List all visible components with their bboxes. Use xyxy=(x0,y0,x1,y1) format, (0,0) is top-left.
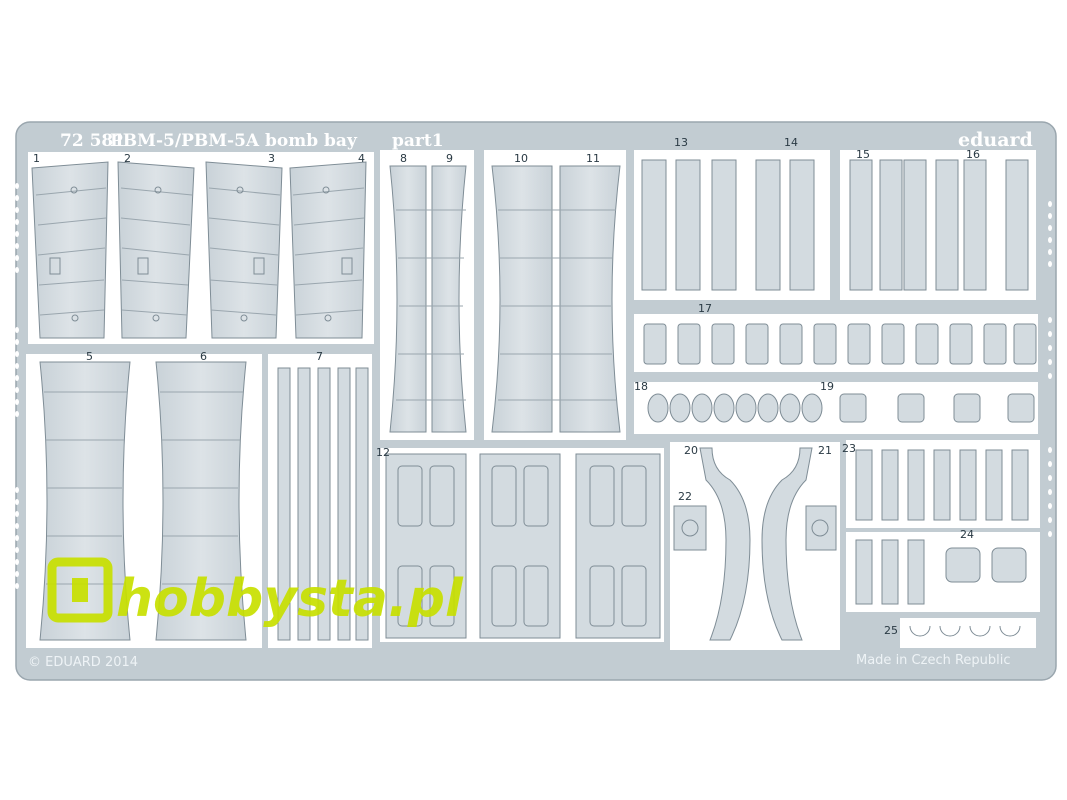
parts-13-16-brackets xyxy=(634,150,1036,300)
svg-text:6: 6 xyxy=(200,350,207,363)
svg-text:5: 5 xyxy=(86,350,93,363)
parts-20-22-frames xyxy=(670,442,840,650)
parts-18-19-row xyxy=(634,382,1038,434)
svg-text:4: 4 xyxy=(358,152,365,165)
hobbysta-watermark: hobbysta.pl xyxy=(47,557,464,629)
parts-12-racks xyxy=(380,448,664,642)
brand-logo: eduard xyxy=(958,129,1033,151)
parts-8-11-side-panels xyxy=(380,150,626,440)
svg-text:24: 24 xyxy=(960,528,974,541)
svg-text:12: 12 xyxy=(376,446,390,459)
origin-text: Made in Czech Republic xyxy=(856,653,1011,668)
svg-text:10: 10 xyxy=(514,152,528,165)
part-label: part1 xyxy=(392,131,444,151)
svg-text:20: 20 xyxy=(684,444,698,457)
svg-text:17: 17 xyxy=(698,302,712,315)
svg-text:25: 25 xyxy=(884,624,898,637)
svg-text:16: 16 xyxy=(966,148,980,161)
part-17-clips xyxy=(634,314,1038,372)
svg-text:19: 19 xyxy=(820,380,834,393)
svg-text:11: 11 xyxy=(586,152,600,165)
svg-text:15: 15 xyxy=(856,148,870,161)
svg-text:7: 7 xyxy=(316,350,323,363)
part-7-strips xyxy=(268,354,372,648)
svg-text:3: 3 xyxy=(268,152,275,165)
hobbysta-logo-text: hobbysta.pl xyxy=(116,569,464,629)
parts-1-4-doors xyxy=(28,152,374,344)
kit-title: PBM-5/PBM-5A bomb bay xyxy=(110,131,358,151)
svg-text:21: 21 xyxy=(818,444,832,457)
svg-text:22: 22 xyxy=(678,490,692,503)
svg-text:8: 8 xyxy=(400,152,407,165)
hobbysta-logo-icon xyxy=(47,557,113,623)
parts-23-25 xyxy=(846,440,1040,648)
svg-text:9: 9 xyxy=(446,152,453,165)
copyright-text: © EDUARD 2014 xyxy=(28,655,138,670)
svg-text:13: 13 xyxy=(674,136,688,149)
svg-text:18: 18 xyxy=(634,380,648,393)
left-edge-holes xyxy=(15,183,19,589)
kit-number: 72 581 xyxy=(60,131,125,151)
svg-text:2: 2 xyxy=(124,152,131,165)
part-number-labels: 1 2 3 4 5 6 7 8 9 10 11 12 13 14 15 16 1… xyxy=(33,136,980,637)
svg-text:23: 23 xyxy=(842,442,856,455)
svg-text:14: 14 xyxy=(784,136,798,149)
svg-text:1: 1 xyxy=(33,152,40,165)
right-edge-holes xyxy=(1048,201,1052,537)
